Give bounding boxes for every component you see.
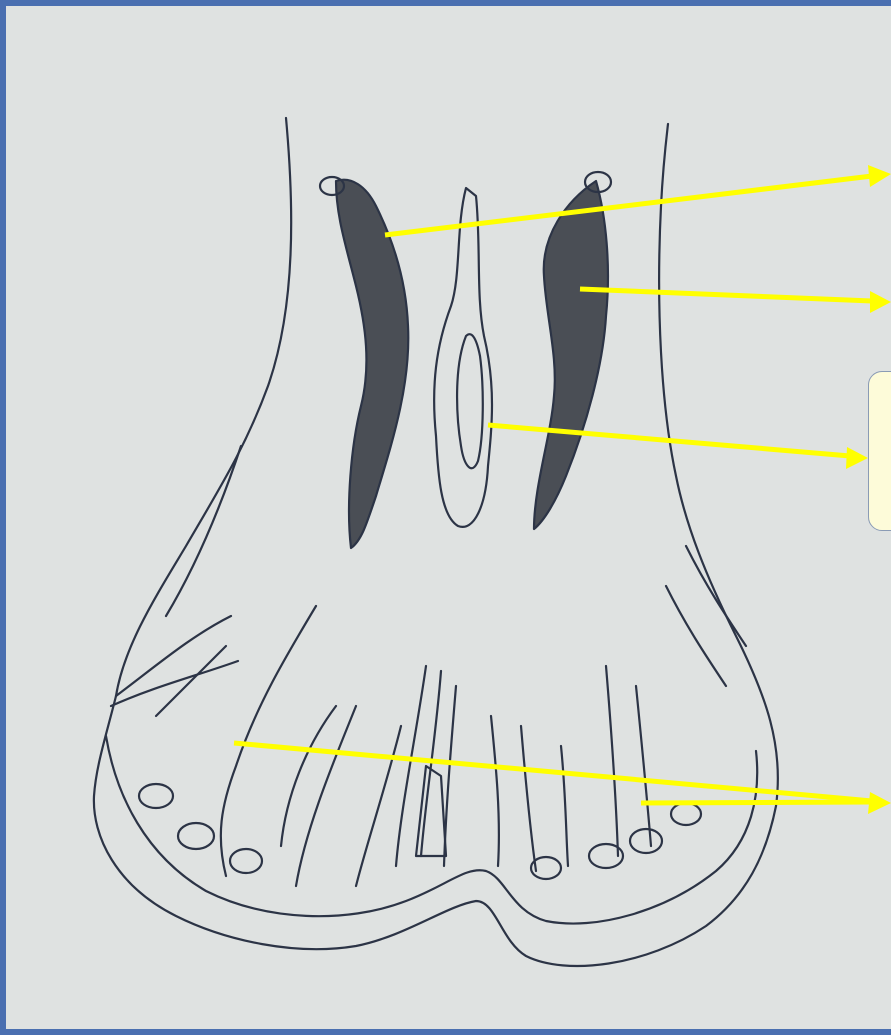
foot-drawing — [6, 6, 891, 1029]
toe-line-9 — [521, 726, 536, 871]
central-process-inner — [457, 334, 483, 468]
outline-left — [94, 118, 778, 966]
diagram-canvas — [6, 6, 891, 1029]
arrow-left-shaded-region — [385, 176, 872, 235]
central-process-outer — [434, 188, 492, 527]
toe-tip-3 — [230, 849, 262, 873]
toe-line-10 — [561, 746, 568, 866]
toe-line-12 — [636, 686, 651, 846]
toe-line-5 — [396, 666, 426, 866]
arrow-lower-lines-lower — [641, 802, 872, 803]
toe-tip-7 — [671, 803, 701, 825]
toe-line-4 — [356, 726, 401, 886]
toe-line-8 — [491, 716, 499, 866]
toe-tip-6 — [630, 829, 662, 853]
toe-line-3 — [296, 706, 356, 886]
toe-tip-1 — [139, 784, 173, 808]
toe-tip-2 — [178, 823, 214, 849]
right-shaded-region — [534, 181, 608, 529]
arrow-right-shaded-region — [580, 289, 872, 301]
toe-line-11 — [606, 666, 618, 856]
label-callout-box — [868, 371, 891, 531]
